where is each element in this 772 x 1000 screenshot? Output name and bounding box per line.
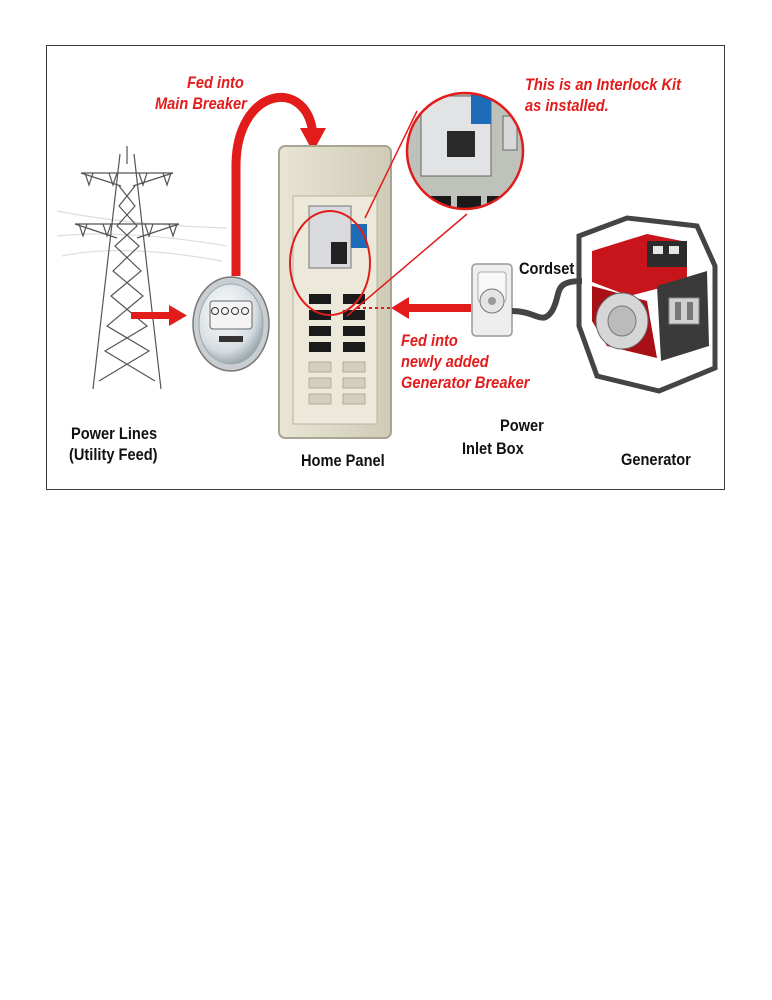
arrow-inlet-to-panel	[357, 297, 471, 319]
label-fed-gen-1: Fed into	[401, 331, 458, 350]
arrow-tower-to-meter	[131, 305, 187, 326]
label-power-lines-2: (Utility Feed)	[69, 445, 158, 464]
label-inlet-1: Power	[500, 416, 544, 435]
label-power-lines-1: Power Lines	[71, 424, 158, 443]
label-generator: Generator	[621, 450, 691, 469]
label-inlet-2: Inlet Box	[462, 439, 524, 458]
arrow-meter-to-main-breaker	[231, 93, 326, 276]
label-fed-main-1: Fed into	[187, 73, 244, 92]
label-fed-gen-2: newly added	[401, 352, 489, 371]
label-fed-main-2: Main Breaker	[155, 94, 247, 113]
inlet-box-icon	[471, 263, 513, 337]
label-interlock-1: This is an Interlock Kit	[525, 75, 681, 94]
transmission-tower-icon	[56, 146, 228, 390]
label-interlock-2: as installed.	[525, 96, 609, 115]
generator-icon	[576, 215, 718, 394]
diagram-frame: Fed into Main Breaker This is an Interlo…	[46, 45, 725, 490]
breaker-panel-icon	[278, 145, 392, 439]
label-fed-gen-3: Generator Breaker	[401, 373, 530, 392]
label-home-panel: Home Panel	[301, 451, 385, 470]
label-cordset: Cordset	[519, 259, 575, 278]
electric-meter-icon	[192, 276, 270, 372]
cordset-cable	[511, 278, 583, 321]
diagram-svg	[56, 91, 718, 439]
